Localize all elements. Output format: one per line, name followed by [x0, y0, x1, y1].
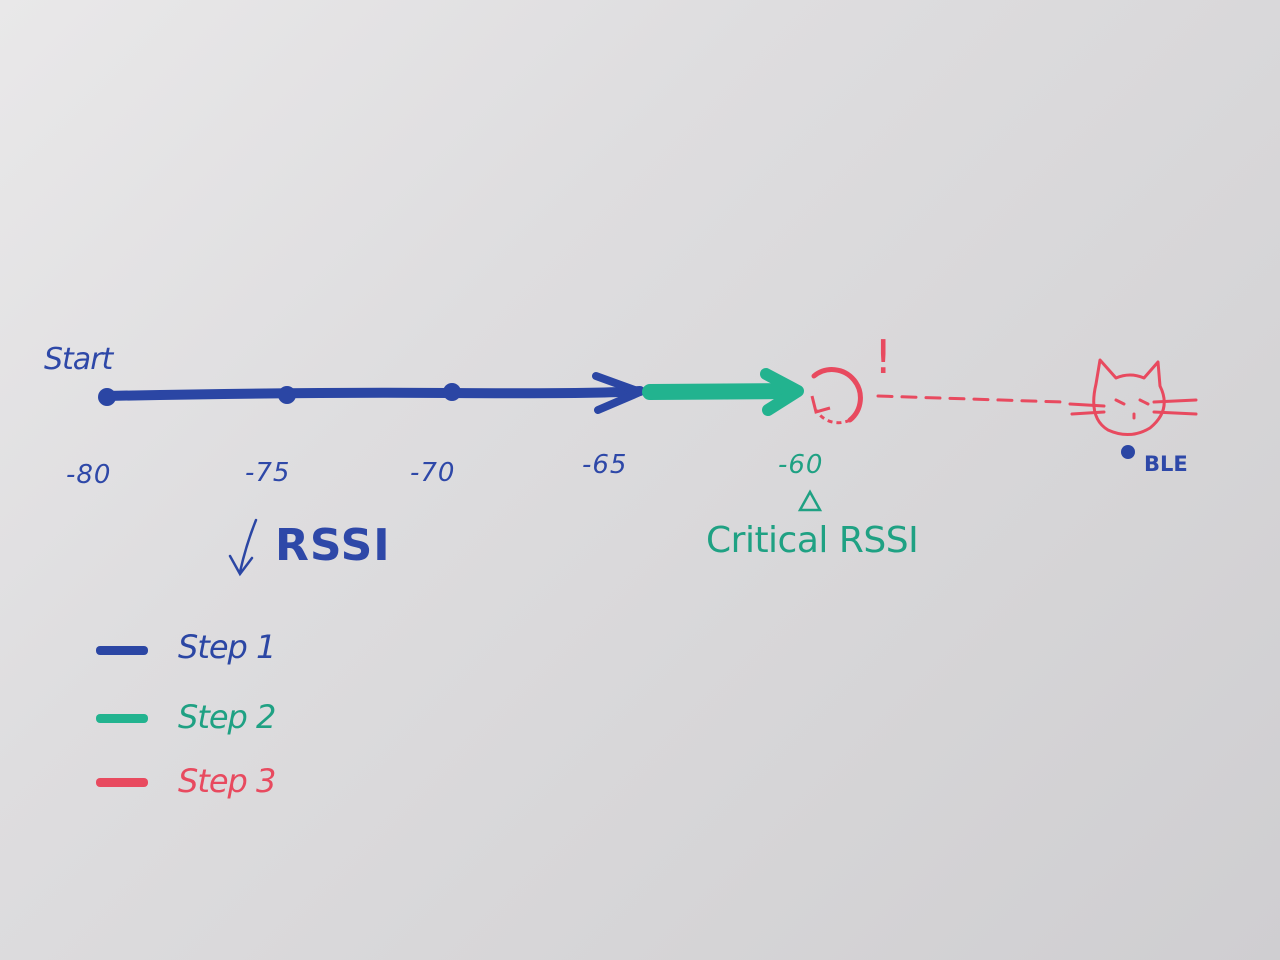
start-label: Start: [44, 342, 113, 377]
node-minus80: [98, 388, 116, 406]
triangle-icon: [797, 489, 823, 512]
critical-rssi-label: Critical RSSI: [706, 520, 919, 561]
ble-label: BLE: [1144, 452, 1188, 476]
step3-dashed-line: [876, 394, 1064, 404]
tick-label-minus60: -60: [778, 450, 824, 480]
tick-label-minus65: -65: [582, 450, 628, 480]
down-arrow-icon: [228, 518, 258, 577]
step2-line: [642, 383, 798, 400]
ble-dot-icon: [1121, 445, 1135, 459]
exclamation-mark: !: [874, 330, 893, 384]
legend-label-step2: Step 2: [178, 698, 276, 736]
legend-label-step3: Step 3: [178, 762, 276, 800]
tick-label-minus80: -80: [66, 460, 112, 490]
circular-arrow-icon: [811, 367, 863, 423]
step1-arrowhead: [592, 372, 644, 414]
legend-label-step1: Step 1: [178, 628, 276, 666]
tick-label-minus70: -70: [410, 458, 456, 488]
circular-arrow-head: [810, 395, 831, 414]
node-minus75: [278, 386, 296, 404]
rssi-label: RSSI: [275, 520, 391, 571]
legend-swatch-step3: [96, 778, 148, 787]
cat-icon: [1068, 358, 1198, 436]
tick-label-minus75: -75: [245, 458, 291, 488]
circular-arrow-dashed: [814, 409, 851, 425]
step1-line: [101, 386, 645, 401]
legend-swatch-step2: [96, 714, 148, 723]
node-minus70: [443, 383, 461, 401]
legend-swatch-step1: [96, 646, 148, 655]
step2-arrowhead: [760, 368, 804, 416]
